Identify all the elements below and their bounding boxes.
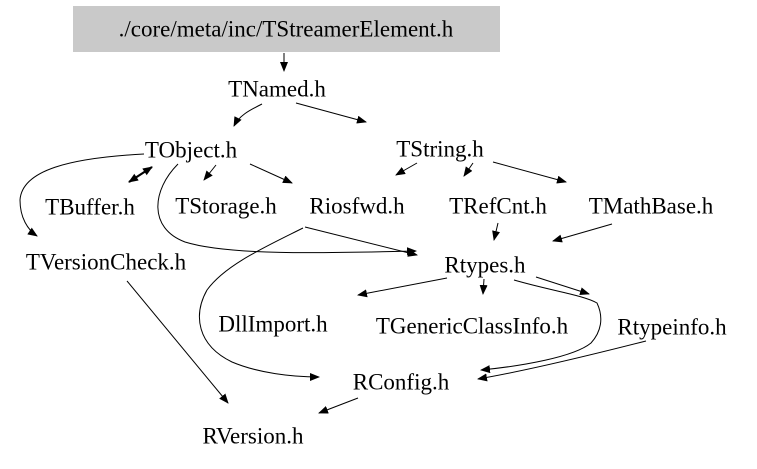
- edge-tobject-to-tstorage: [203, 164, 217, 181]
- graph-node-label-rtypeinfo: Rtypeinfo.h: [617, 315, 727, 340]
- graph-node-label-rtypes: Rtypes.h: [444, 253, 526, 278]
- graph-node-rconfig[interactable]: RConfig.h: [353, 370, 450, 395]
- graph-node-tstorage[interactable]: TStorage.h: [175, 194, 277, 219]
- graph-node-label-tversioncheck: TVersionCheck.h: [26, 250, 187, 275]
- root-node-box: [73, 6, 500, 52]
- edge-tmathbase-to-rtypes: [552, 223, 613, 243]
- edge-tnamed-to-tobject: [233, 103, 263, 127]
- graph-node-label-riosfwd: Riosfwd.h: [309, 194, 405, 219]
- graph-node-label-tgenericclassinfo: TGenericClassInfo.h: [376, 314, 569, 339]
- edge-rtypes-to-rtypeinfo: [535, 276, 590, 296]
- edge-riosfwd-to-rconfig: [199, 227, 320, 381]
- graph-node-tstreamerelement: ./core/meta/inc/TStreamerElement.h: [73, 6, 500, 52]
- edge-tstring-to-trefcnt: [463, 162, 474, 177]
- graph-node-label-rconfig: RConfig.h: [353, 370, 450, 395]
- graph-node-label-tbuffer: TBuffer.h: [45, 195, 135, 220]
- graph-node-tnamed[interactable]: TNamed.h: [228, 77, 326, 102]
- edge-rtypes-to-dllimport: [357, 277, 448, 298]
- edge-tobject-to-rtypes: [157, 163, 417, 256]
- edge-riosfwd-to-rtypes: [304, 226, 418, 257]
- graph-node-label-tstreamerelement: ./core/meta/inc/TStreamerElement.h: [119, 17, 454, 42]
- graph-node-label-trefcnt: TRefCnt.h: [449, 194, 547, 219]
- graph-node-tstring[interactable]: TString.h: [396, 137, 484, 162]
- graph-node-tgenericclassinfo[interactable]: TGenericClassInfo.h: [376, 314, 569, 339]
- graph-node-trefcnt[interactable]: TRefCnt.h: [449, 194, 547, 219]
- edge-trefcnt-to-rtypes: [492, 222, 500, 241]
- graph-node-tobject[interactable]: TObject.h: [145, 138, 238, 163]
- edge-tstring-to-riosfwd: [395, 162, 418, 176]
- edge-rtypes-to-rconfig: [480, 279, 602, 374]
- edge-tobject-to-tbuffer: [128, 166, 153, 183]
- graph-node-tmathbase[interactable]: TMathBase.h: [589, 194, 714, 219]
- graph-node-rtypes[interactable]: Rtypes.h: [444, 253, 526, 278]
- edge-tobject-to-tversioncheck: [19, 153, 145, 237]
- graph-node-label-tstorage: TStorage.h: [175, 194, 277, 219]
- graph-node-label-rversion: RVersion.h: [202, 424, 304, 449]
- graph-node-tbuffer[interactable]: TBuffer.h: [45, 195, 135, 220]
- graph-node-dllimport[interactable]: DllImport.h: [218, 312, 328, 337]
- graph-node-label-tnamed: TNamed.h: [228, 77, 326, 102]
- graph-node-tversioncheck[interactable]: TVersionCheck.h: [26, 250, 187, 275]
- edge-tversioncheck-to-rversion: [126, 280, 229, 404]
- edge-rtypeinfo-to-rconfig: [477, 340, 647, 382]
- edge-tnamed-to-tstring: [295, 102, 367, 124]
- graph-node-riosfwd[interactable]: Riosfwd.h: [309, 194, 405, 219]
- graph-node-label-tstring: TString.h: [396, 137, 484, 162]
- graph-node-label-tobject: TObject.h: [145, 138, 238, 163]
- edge-tstring-to-tmathbase: [492, 161, 567, 184]
- edge-rtypes-to-tgenericclassinfo: [479, 278, 488, 295]
- graph-node-label-dllimport: DllImport.h: [218, 312, 328, 337]
- edge-tobject-to-riosfwd: [249, 163, 293, 184]
- graph-node-label-tmathbase: TMathBase.h: [589, 194, 714, 219]
- edge-rconfig-to-rversion: [318, 397, 359, 414]
- graph-node-rversion[interactable]: RVersion.h: [202, 424, 304, 449]
- graph-node-rtypeinfo[interactable]: Rtypeinfo.h: [617, 315, 727, 340]
